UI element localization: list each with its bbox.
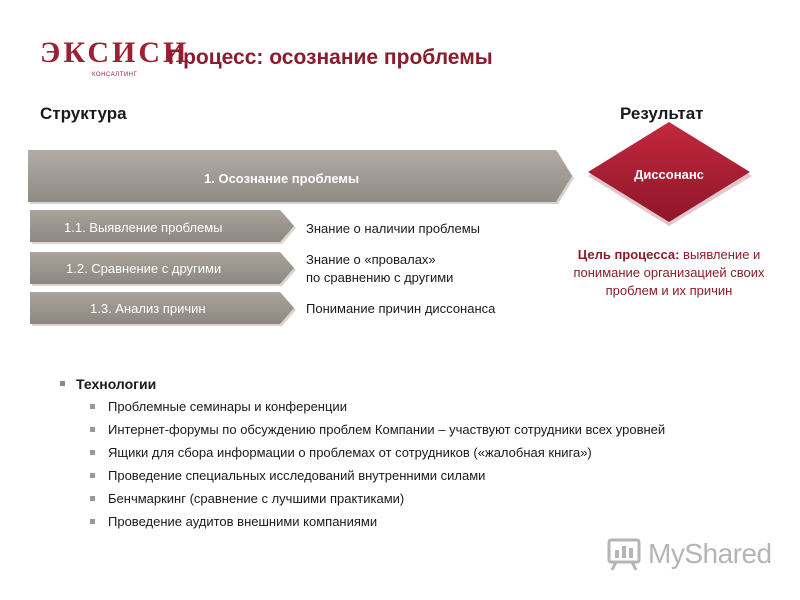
company-logo-subtitle: КОНСАЛТИНГ	[92, 72, 138, 78]
step-2-description-line1: Знание о «провалах»	[306, 252, 436, 267]
myshared-logo-icon	[607, 538, 641, 571]
technologies-heading: Технологии	[60, 376, 740, 392]
sub-steps-arrows	[30, 210, 296, 326]
goal-heading: Цель процесса:	[577, 247, 680, 262]
step-1-description: Знание о наличии проблемы	[306, 221, 481, 236]
step-2-label: 1.2. Сравнение с другими	[66, 261, 222, 276]
technology-item: Интернет-форумы по обсуждению проблем Ко…	[90, 421, 740, 438]
process-goal: Цель процесса: выявление и понимание орг…	[556, 246, 782, 300]
structure-heading: Структура	[40, 104, 127, 123]
result-heading: Результат	[620, 104, 704, 123]
main-process-arrow	[28, 150, 574, 204]
step-3-arrow	[30, 292, 294, 324]
step-3-label: 1.3. Анализ причин	[90, 301, 206, 316]
technologies-list: Проблемные семинары и конференции Интерн…	[60, 398, 740, 530]
technology-item: Проведение специальных исследований внут…	[90, 467, 740, 484]
step-1-label: 1.1. Выявление проблемы	[64, 220, 223, 235]
step-1-arrow	[30, 210, 294, 242]
technology-item: Бенчмаркинг (сравнение с лучшими практик…	[90, 490, 740, 507]
main-process-label: 1. Осознание проблемы	[204, 171, 360, 186]
technology-item: Ящики для сбора информации о проблемах о…	[90, 444, 740, 461]
goal-text: выявление и понимание организацией своих…	[573, 247, 765, 298]
step-2-arrow	[30, 252, 294, 284]
technology-item: Проблемные семинары и конференции	[90, 398, 740, 415]
step-2-description-line2: по сравнению с другими	[306, 270, 454, 285]
myshared-watermark: MyShared	[648, 538, 772, 569]
step-3-description: Понимание причин диссонанса	[306, 301, 496, 316]
dissonance-diamond	[588, 122, 752, 226]
slide-title: Процесс: осознание проблемы	[168, 46, 493, 69]
company-logo: ЭКСИСИ	[40, 36, 190, 69]
technologies-section: Технологии Проблемные семинары и конфере…	[60, 376, 740, 536]
technology-item: Проведение аудитов внешними компаниями	[90, 513, 740, 530]
diamond-label: Диссонанс	[634, 167, 704, 182]
